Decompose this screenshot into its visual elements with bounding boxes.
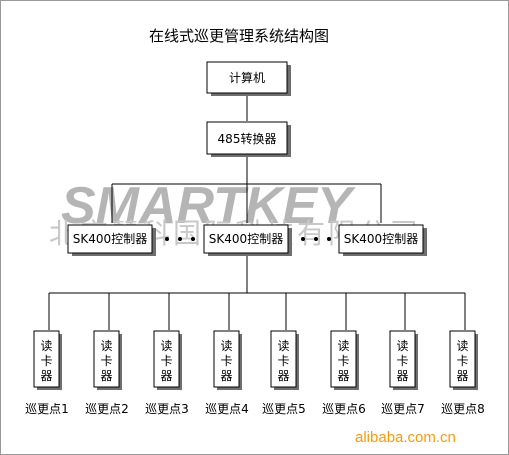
reader-label-char: 卡 [220,354,232,368]
reader-label-char: 器 [40,369,52,383]
diagram-title: 在线式巡更管理系统结构图 [149,27,329,45]
computer-label: 计算机 [229,70,265,85]
reader-label-char: 读 [220,339,232,353]
reader-label-char: 卡 [337,354,349,368]
reader-label-char: 器 [220,369,232,383]
reader-label-char: 卡 [456,354,468,368]
reader-label-char: 器 [100,369,112,383]
reader-label-char: 读 [456,339,468,353]
reader-label-char: 卡 [396,354,408,368]
patrol-point-label: 巡更点7 [381,402,425,416]
controller-label-1: SK400控制器 [73,232,147,246]
controller-node-2: SK400控制器 [203,224,292,256]
controller-node-3: SK400控制器 [338,224,427,256]
converter-label: 485转换器 [218,131,277,146]
controller-node-1: SK400控制器 [67,224,156,256]
reader-label-char: 器 [456,369,468,383]
controller-label-2: SK400控制器 [209,232,283,246]
reader-label-char: 读 [396,339,408,353]
reader-label-char: 卡 [100,354,112,368]
reader-label-char: 读 [337,339,349,353]
patrol-point-label: 巡更点6 [322,402,366,416]
patrol-point-label: 巡更点3 [145,402,189,416]
patrol-point-label: 巡更点4 [205,402,249,416]
reader-label-char: 器 [277,369,289,383]
reader-label-char: 读 [160,339,172,353]
patrol-point-label: 巡更点1 [25,402,69,416]
controller-label-3: SK400控制器 [344,232,418,246]
footer-domain: alibaba.com.cn [355,429,456,446]
reader-label-char: 器 [337,369,349,383]
reader-label-char: 读 [277,339,289,353]
ellipsis-dots-left [165,237,195,241]
connector-lines [48,93,466,330]
reader-label-char: 卡 [160,354,172,368]
reader-row: 读卡器巡更点1读卡器巡更点2读卡器巡更点3读卡器巡更点4读卡器巡更点5读卡器巡更… [25,330,485,416]
converter-node: 485转换器 [206,121,291,157]
reader-label-char: 读 [40,339,52,353]
reader-label-char: 卡 [40,354,52,368]
reader-label-char: 卡 [277,354,289,368]
patrol-point-label: 巡更点2 [85,402,129,416]
patrol-point-label: 巡更点5 [262,402,306,416]
computer-node: 计算机 [206,61,291,96]
reader-label-char: 器 [396,369,408,383]
reader-label-char: 读 [100,339,112,353]
patrol-point-label: 巡更点8 [441,402,485,416]
reader-label-char: 器 [160,369,172,383]
ellipsis-dots-right [301,237,331,241]
